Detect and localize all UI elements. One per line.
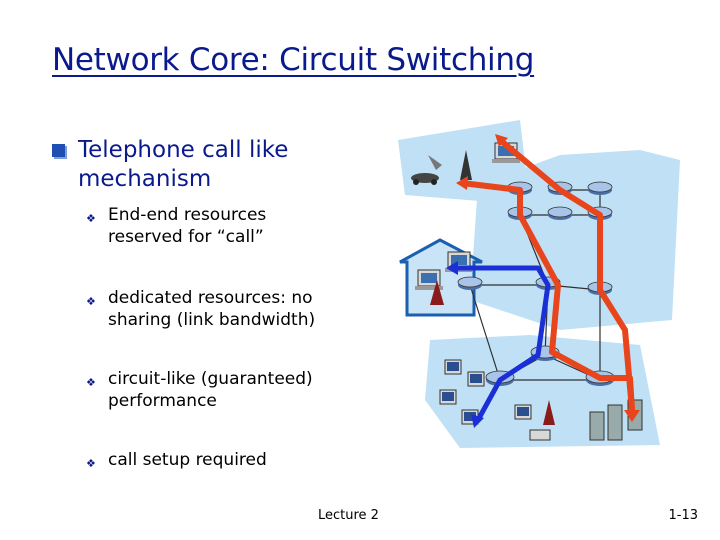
router-icon: [587, 181, 613, 195]
sub-bullet: ❖ circuit-like (guaranteed) performance: [86, 368, 346, 412]
red-arrowhead: [495, 134, 508, 147]
sub-bullet-text: End-end resources reserved for “call”: [108, 205, 267, 247]
isp-cloud: [470, 150, 680, 330]
server-icon: [607, 404, 623, 441]
slide-title: Network Core: Circuit Switching: [52, 42, 535, 78]
red-arrowhead: [456, 176, 468, 190]
diamond-bullet-icon: ❖: [86, 376, 96, 389]
computer-icon: [415, 269, 443, 290]
computer-icon: [444, 359, 462, 375]
red-arrowhead: [624, 410, 640, 422]
sub-bullet-text: circuit-like (guaranteed) performance: [108, 369, 313, 411]
car-icon: [411, 173, 439, 185]
square-bullet-icon: [52, 144, 65, 157]
main-bullet: Telephone call like mechanism: [52, 136, 378, 194]
antenna-icon: [543, 400, 555, 425]
footer-page-number: 1-13: [668, 508, 698, 523]
sub-bullet: ❖ End-end resources reserved for “call”: [86, 204, 346, 248]
server-icon: [589, 411, 605, 441]
blue-circuit-path: [455, 265, 551, 422]
main-bullet-text: Telephone call like mechanism: [78, 137, 289, 192]
computer-icon: [439, 389, 457, 405]
sub-bullet: ❖ dedicated resources: no sharing (link …: [86, 287, 346, 331]
computer-icon: [467, 371, 485, 387]
satellite-icon: [428, 155, 442, 170]
antenna-icon: [430, 280, 444, 305]
footer-lecture: Lecture 2: [318, 508, 379, 523]
diamond-bullet-icon: ❖: [86, 295, 96, 308]
network-diagram: [398, 120, 680, 448]
sub-bullet-text: dedicated resources: no sharing (link ba…: [108, 288, 316, 330]
router-icon: [547, 206, 573, 220]
red-circuit-path: [461, 180, 635, 411]
sub-bullet: ❖ call setup required: [86, 449, 346, 471]
laptop-icon: [529, 429, 551, 441]
red-circuit-path-2: [498, 137, 635, 411]
antenna-icon: [460, 150, 472, 180]
blue-arrowhead: [446, 261, 458, 275]
diamond-bullet-icon: ❖: [86, 457, 96, 470]
blue-arrowhead: [471, 414, 484, 428]
sub-bullet-text: call setup required: [108, 450, 267, 470]
computer-icon: [514, 404, 532, 420]
router-icon: [457, 276, 483, 290]
diamond-bullet-icon: ❖: [86, 212, 96, 225]
